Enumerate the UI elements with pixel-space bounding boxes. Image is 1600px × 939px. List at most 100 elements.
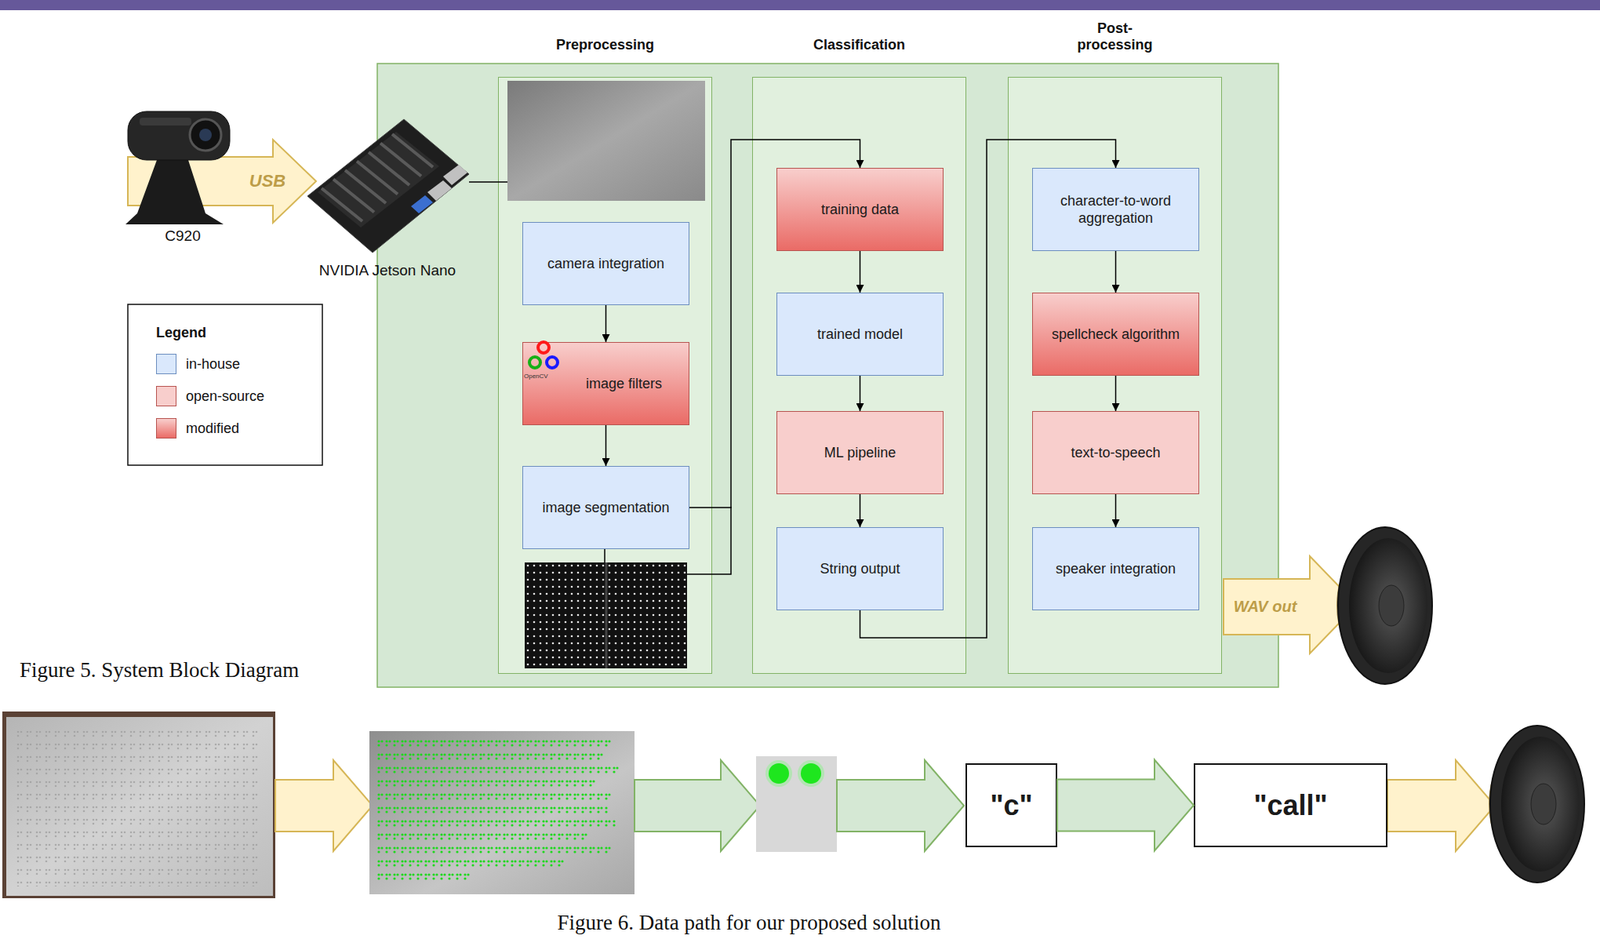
box-label: speaker integration xyxy=(1055,560,1176,579)
data-arrow xyxy=(275,760,373,851)
legend-swatch xyxy=(156,418,177,439)
segmented-dots-image xyxy=(524,562,688,669)
legend-title: Legend xyxy=(156,324,207,342)
connector-arrow xyxy=(859,250,862,293)
jetson-board xyxy=(380,143,422,177)
box-label: image segmentation xyxy=(541,498,670,517)
jetson-board xyxy=(345,170,386,204)
connector-arrow xyxy=(605,425,608,466)
webcam-c920 xyxy=(139,117,192,126)
detected-dots-image xyxy=(376,792,612,802)
box-label: text-to-speech xyxy=(1070,443,1160,462)
legend-box xyxy=(127,304,323,466)
box-label: "call" xyxy=(1253,789,1328,822)
process-box: training data xyxy=(776,167,944,251)
detected-dots-image xyxy=(376,805,608,815)
detected-dots-image xyxy=(376,845,612,855)
connector-arrow xyxy=(860,139,1117,638)
part-label: NVIDIA Jetson Nano xyxy=(319,261,456,280)
figure-caption: Figure 5. System Block Diagram xyxy=(19,658,299,683)
connector-arrow xyxy=(605,305,608,342)
process-box: spellcheck algorithm xyxy=(1032,292,1200,376)
process-box: ML pipeline xyxy=(776,410,944,495)
wire xyxy=(603,549,606,563)
jetson-board xyxy=(317,131,440,228)
box-label: ML pipeline xyxy=(824,443,896,462)
opencv-logo xyxy=(529,341,558,368)
connector-group xyxy=(606,139,1195,851)
braille-cell-image xyxy=(768,763,790,784)
segmented-dots-image xyxy=(524,562,688,669)
braille-cell-image xyxy=(797,760,825,787)
detected-dots-image xyxy=(376,832,589,842)
top-bar xyxy=(0,0,1600,11)
opencv-logo xyxy=(538,341,550,353)
detected-dots-image xyxy=(369,730,635,895)
jetson-board xyxy=(307,119,470,253)
output-box: "call" xyxy=(1193,763,1388,848)
process-box: image segmentation xyxy=(522,465,690,550)
segmented-dots-image xyxy=(524,562,688,669)
stage-group: character-to-word aggregation spellcheck … xyxy=(1007,76,1222,674)
connector-arrow xyxy=(1115,250,1117,293)
detected-dots-image xyxy=(376,818,616,829)
webcam-c920 xyxy=(189,119,222,151)
connector-arrow xyxy=(1115,375,1117,411)
speaker-icon xyxy=(1336,527,1433,684)
braille-photo xyxy=(2,711,276,899)
process-box: image filters xyxy=(522,341,690,426)
box-label: image filters xyxy=(585,374,662,393)
detected-dots-image xyxy=(376,738,612,749)
stage-heading: Classification xyxy=(752,36,967,55)
logo-text: OpenCV xyxy=(523,372,549,380)
legend-label: modified xyxy=(185,420,240,437)
jetson-board xyxy=(307,119,470,253)
opencv-logo xyxy=(529,356,541,368)
process-box: speaker integration xyxy=(1032,527,1200,611)
braille-photo xyxy=(15,729,261,887)
opencv-logo xyxy=(546,356,558,368)
box-label: spellcheck algorithm xyxy=(1051,325,1180,344)
jetson-board xyxy=(392,134,433,168)
process-box: character-to-word aggregation xyxy=(1032,167,1200,251)
connector-arrow xyxy=(859,375,862,411)
wire xyxy=(469,181,731,575)
legend-swatch xyxy=(156,385,177,407)
wire xyxy=(687,506,731,575)
connector-arrow xyxy=(859,494,862,528)
data-arrow xyxy=(836,760,964,851)
detected-dots-image xyxy=(376,858,565,869)
webcam-c920 xyxy=(125,160,224,225)
jetson-board xyxy=(356,161,398,195)
connector-arrow xyxy=(1115,494,1117,528)
stage-heading: Post- processing xyxy=(1066,20,1164,55)
webcam-c920 xyxy=(127,111,230,160)
box-label: camera integration xyxy=(547,254,665,273)
figure-caption: Figure 6. Data path for our proposed sol… xyxy=(557,910,942,935)
box-label: trained model xyxy=(817,325,903,344)
output-box: "c" xyxy=(965,763,1058,848)
jetson-board xyxy=(443,164,468,186)
braille-cell-image xyxy=(800,763,822,784)
jetson-board xyxy=(427,180,452,201)
stage-group: training datatrained modelML pipelineStr… xyxy=(752,76,967,674)
braille-cell-image xyxy=(756,756,837,852)
process-box: trained model xyxy=(776,292,944,376)
segmented-dots-image xyxy=(605,562,608,669)
jetson-board xyxy=(321,134,433,222)
braille-photo xyxy=(6,716,273,896)
signal-label: WAV out xyxy=(1233,597,1298,616)
legend-label: in-house xyxy=(185,356,240,373)
signal-label: USB xyxy=(249,170,286,191)
jetson-board xyxy=(333,179,375,213)
connector-arrow xyxy=(689,139,861,508)
webcam-c920 xyxy=(125,111,230,225)
camera-view-image xyxy=(507,80,706,201)
detected-dots-image xyxy=(376,872,471,882)
detected-dots-image xyxy=(369,730,635,895)
